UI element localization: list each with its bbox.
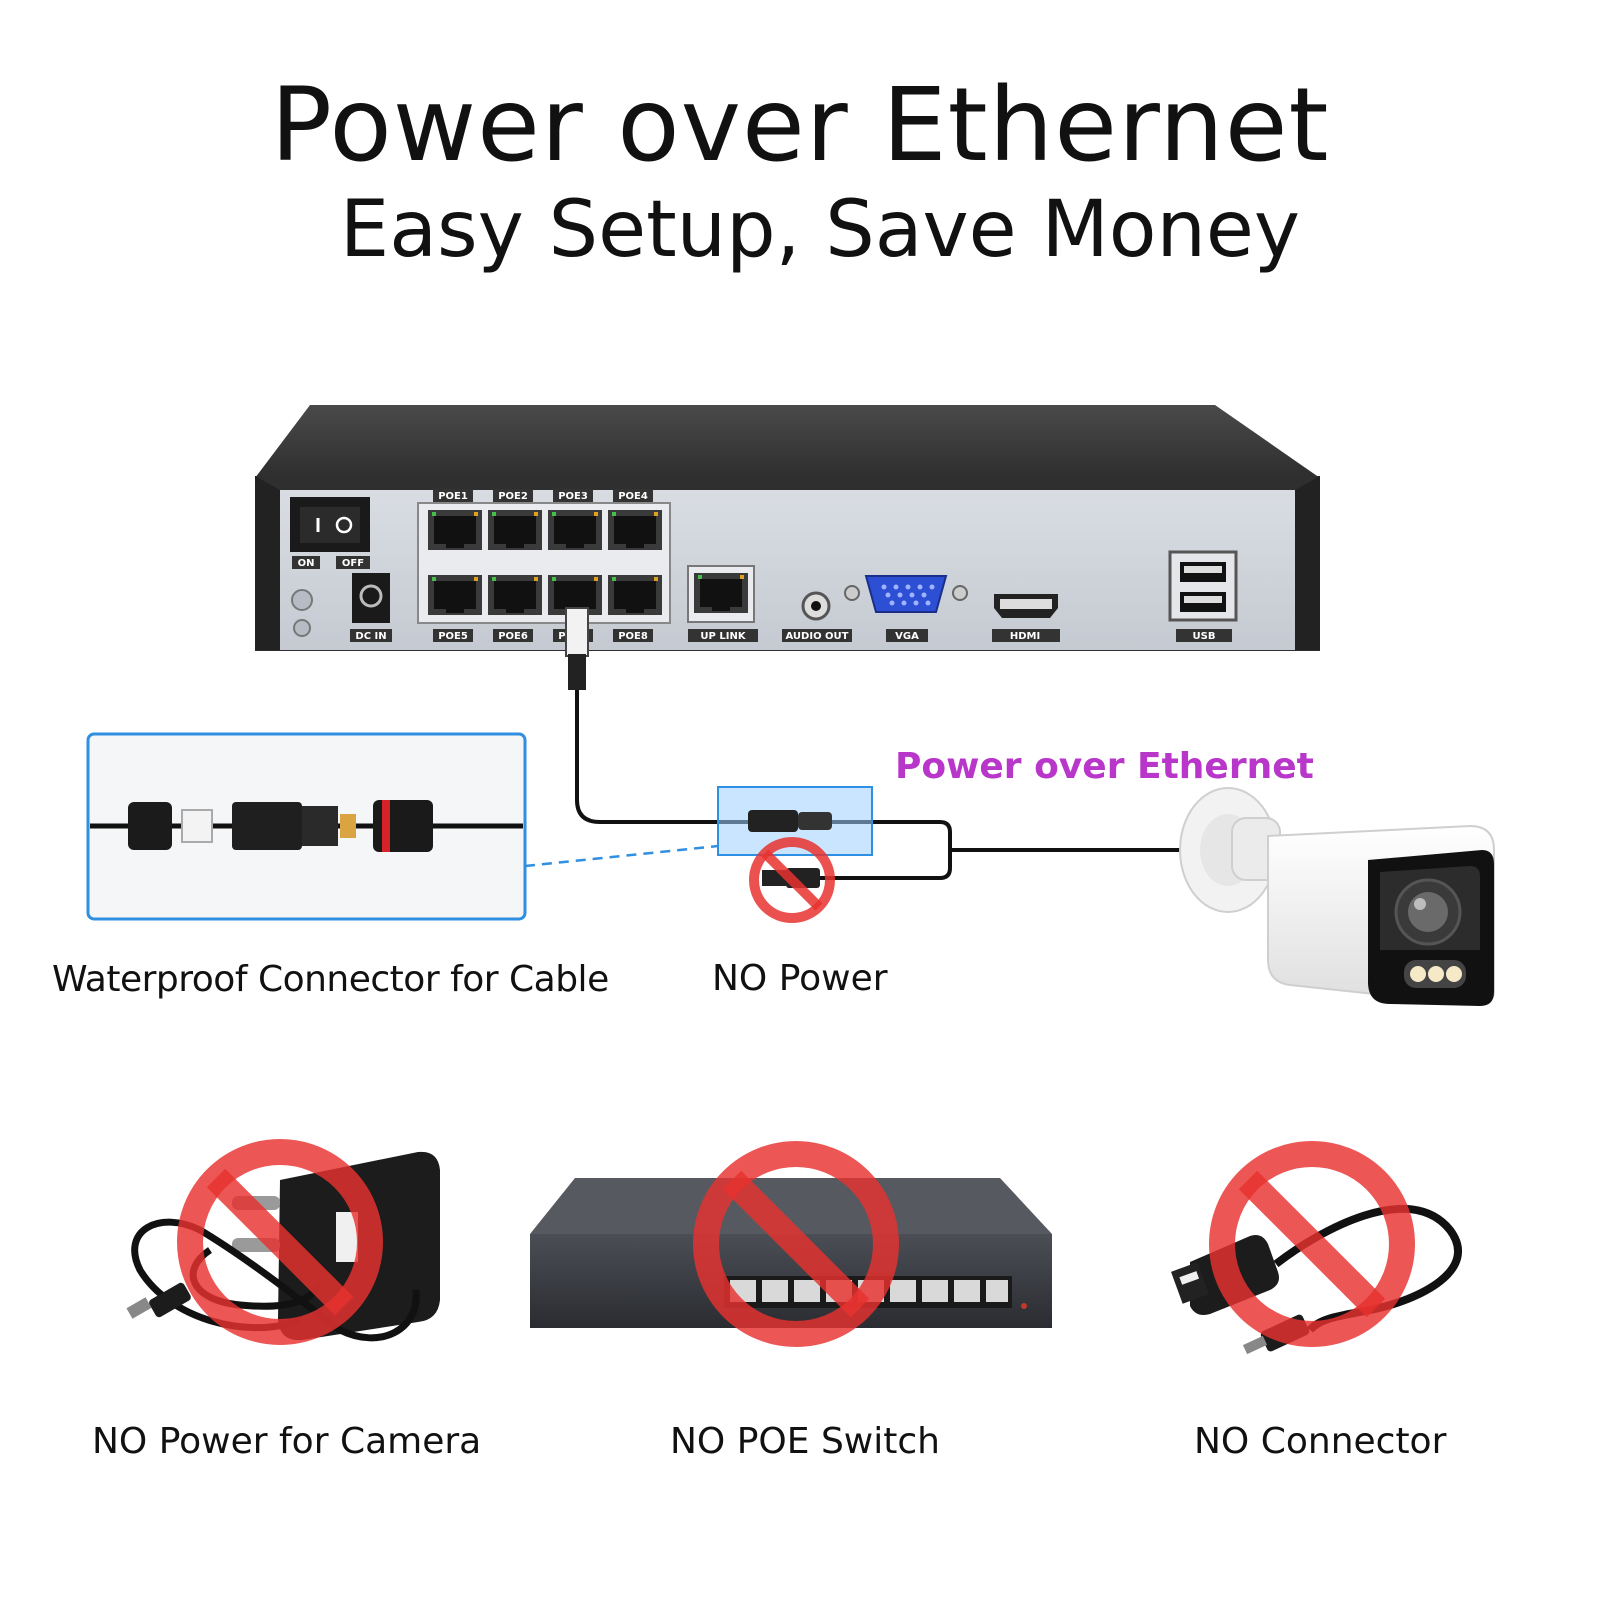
port-label-poe2: POE2 [498,491,528,502]
port-label-poe1: POE1 [438,491,468,502]
port-label-poe3: POE3 [558,491,588,502]
uplink-label: UP LINK [700,631,746,642]
page-subtitle: Easy Setup, Save Money [339,185,1301,275]
power-switch [290,497,370,569]
port-label-poe4: POE4 [618,491,648,502]
callout-line [524,844,719,868]
waterproof-connector-detail [86,732,527,921]
no-power-label: NO Power [712,958,888,999]
ethernet-cable [565,607,1185,880]
no-power-prohibit-icon [749,837,835,923]
usb-label: USB [1193,631,1216,642]
poe-callout-label: Power over Ethernet [895,746,1314,787]
uplink-port [687,565,758,642]
port-label-poe6: POE6 [498,631,528,642]
ground-screw-icon [291,589,313,611]
page-title: Power over Ethernet [270,66,1330,185]
waterproof-connector-icon [748,810,832,832]
waterproof-connector-label: Waterproof Connector for Cable [52,959,609,1000]
nvr-recorder: ON OFF DC IN POE1 POE2 POE3 POE4 [255,405,1320,651]
dc-in-label: DC IN [355,631,386,642]
ground-screw-icon [293,619,311,637]
audio-out-port [782,591,852,642]
port-label-poe8: POE8 [618,631,648,642]
vga-label: VGA [895,631,919,642]
port-label-poe5: POE5 [438,631,468,642]
vga-port [844,575,968,642]
dc-in-port [350,573,392,642]
hdmi-port [992,594,1060,642]
no-connector-label: NO Connector [1194,1421,1447,1462]
switch-off-label: OFF [342,558,364,569]
usb-ports [1168,550,1238,642]
no-poe-switch-label: NO POE Switch [670,1421,940,1462]
audio-out-label: AUDIO OUT [786,631,849,642]
bullet-camera-icon [1179,787,1495,1007]
no-power-for-camera-label: NO Power for Camera [92,1421,482,1462]
switch-on-label: ON [298,558,315,569]
hdmi-label: HDMI [1010,631,1040,642]
